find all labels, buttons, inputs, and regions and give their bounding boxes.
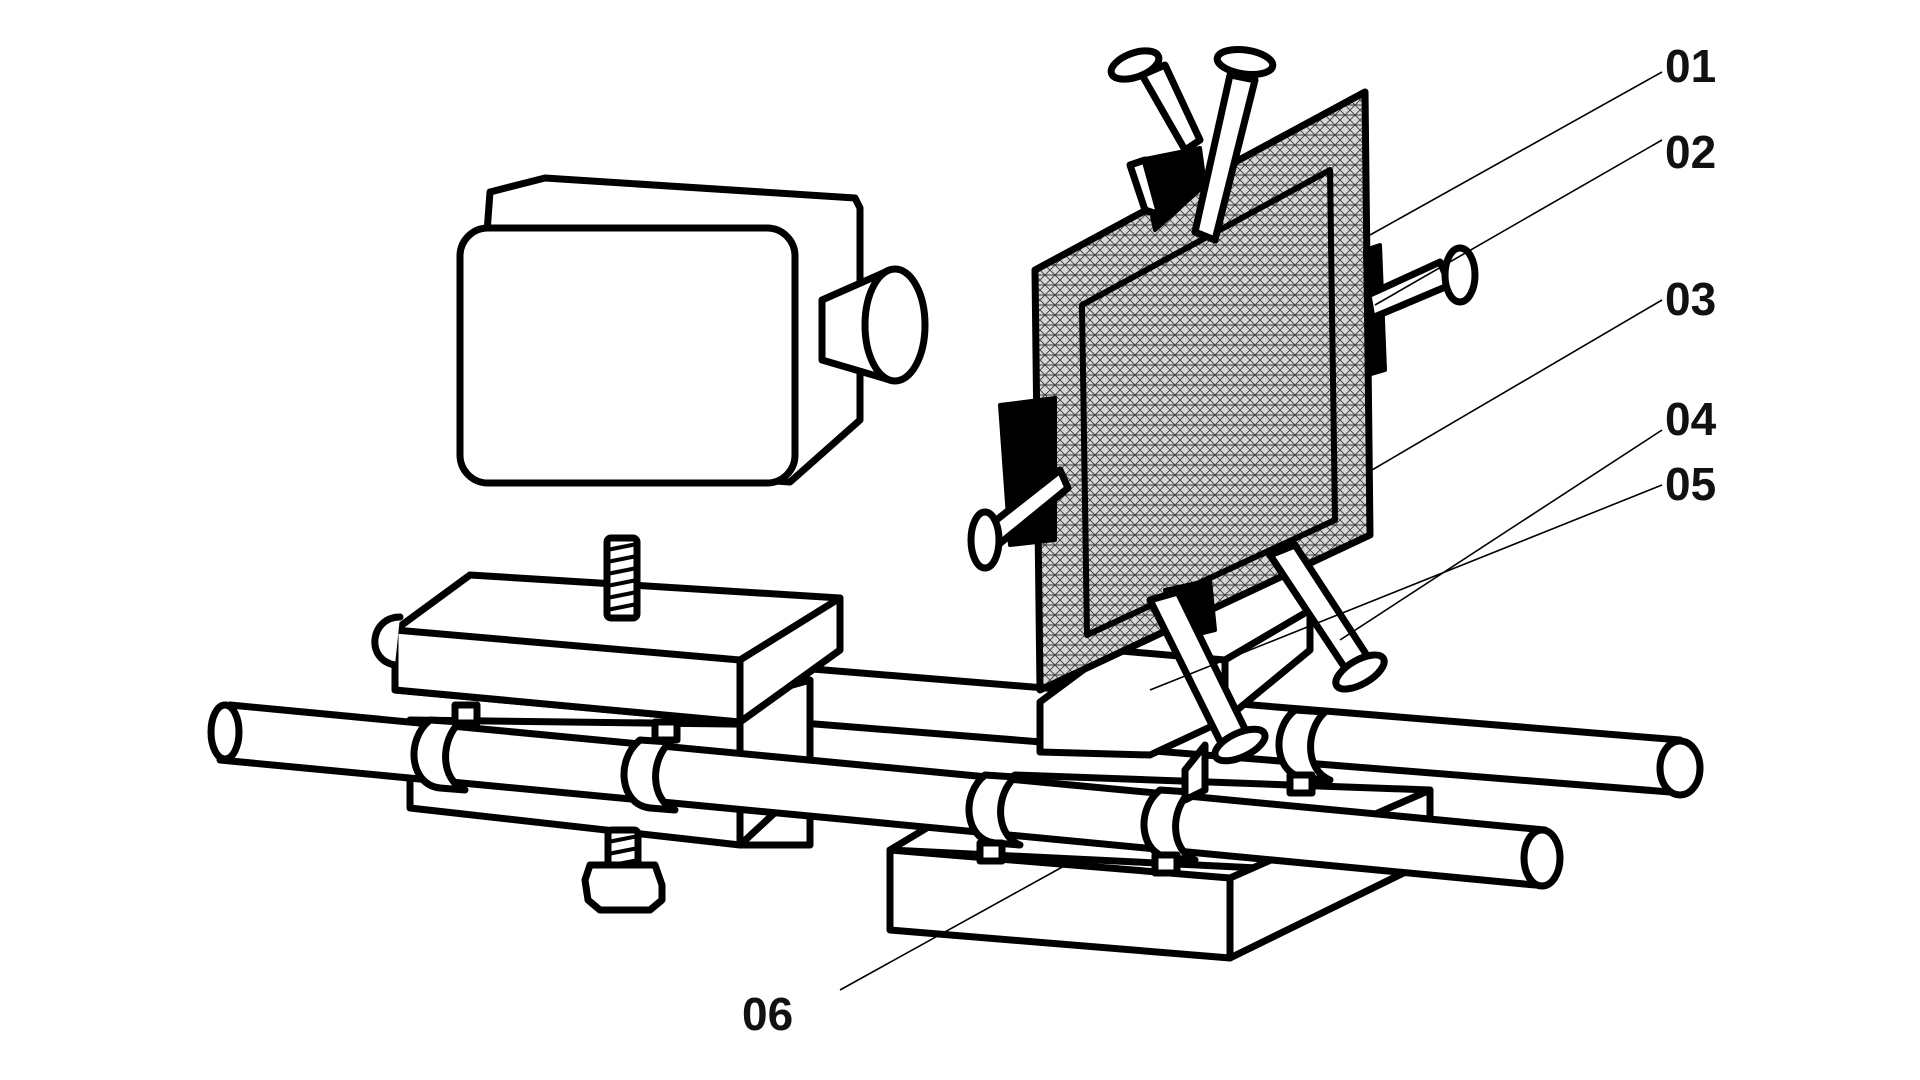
front-rail (207, 701, 1564, 890)
leader-lines (839, 71, 1663, 991)
callout-04: 04 (1665, 393, 1717, 445)
callout-05: 05 (1665, 458, 1716, 510)
callout-06: 06 (742, 988, 793, 1040)
camera-body (456, 174, 929, 487)
callout-01: 01 (1665, 40, 1716, 92)
mesh-target-panel (1031, 88, 1374, 694)
callout-02: 02 (1665, 126, 1716, 178)
callout-03: 03 (1665, 273, 1716, 325)
adjustment-knob (581, 826, 666, 914)
threaded-rod-top (603, 534, 641, 622)
rail-clamps (410, 701, 1334, 877)
